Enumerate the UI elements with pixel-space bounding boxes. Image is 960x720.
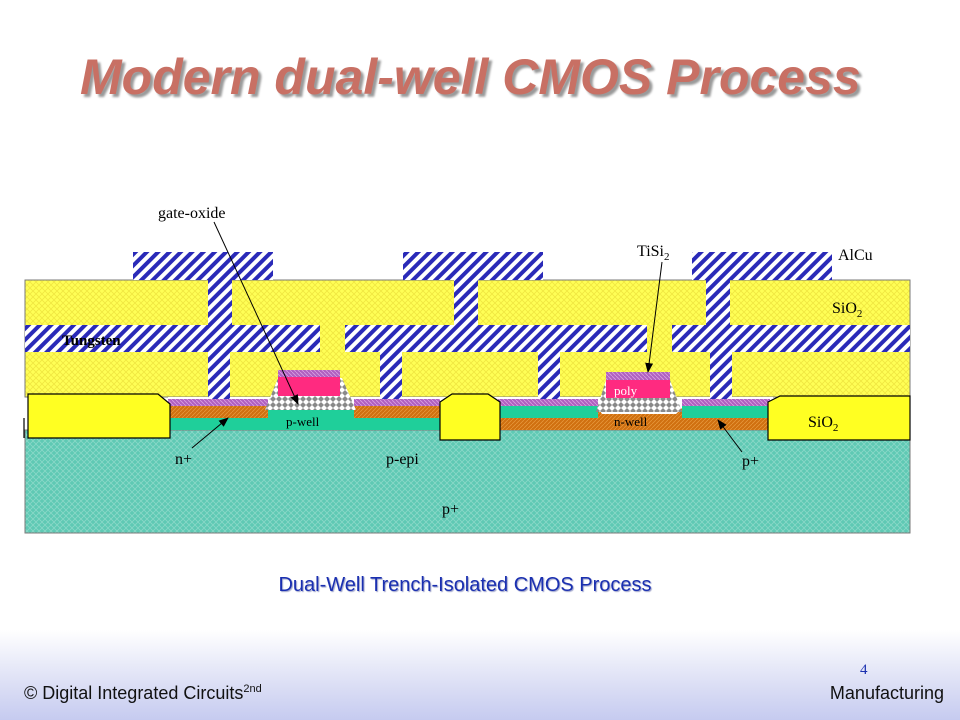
n-plus-label: n+ (175, 451, 192, 468)
p-plus-substrate-label: p+ (442, 501, 459, 518)
tungsten-plug-2 (380, 352, 402, 399)
poly-label: poly (614, 383, 638, 398)
nmos-poly-gate (278, 376, 340, 396)
sio2-bottom-label: SiO2 (808, 414, 838, 434)
diagram-caption: Dual-Well Trench-Isolated CMOS Process (278, 574, 652, 596)
tungsten-label: Tungsten (62, 333, 121, 349)
tisi2-arrow (645, 261, 663, 373)
p-epi-label: p-epi (386, 451, 419, 468)
sio2-top-label: SiO2 (832, 300, 862, 320)
tungsten-plug-1 (208, 352, 230, 399)
alcu-label: AlCu (838, 247, 873, 264)
tungsten-plug-3 (538, 352, 560, 399)
n-plus-diffusion-left (168, 406, 268, 418)
footer-edition: 2nd (243, 683, 262, 695)
substrate-region (24, 429, 911, 534)
p-plus-arrow (717, 419, 743, 453)
alcu-line-2 (403, 252, 543, 280)
via-1 (208, 280, 232, 325)
silicide-right-2 (682, 399, 770, 406)
pmos-gate-silicide (606, 372, 670, 380)
n-plus-arrow (191, 417, 229, 449)
metal1-line-left (25, 325, 320, 352)
silicide-left-2 (354, 399, 440, 406)
via-2 (454, 280, 478, 325)
pmos-poly-gate (606, 380, 670, 398)
field-oxide-right (767, 395, 911, 441)
silicide-left-1 (168, 399, 268, 406)
via-3 (706, 280, 730, 325)
gate-oxide-arrow (213, 221, 299, 405)
metal1-line-center (345, 325, 647, 352)
p-well-channel (268, 410, 354, 430)
footer-copyright: © Digital Integrated Circuits2nd (24, 683, 262, 703)
page-number: 4 (860, 662, 868, 678)
gate-oxide-label: gate-oxide (158, 205, 226, 222)
footer-section: Manufacturing (829, 683, 944, 703)
field-oxide-center (439, 393, 501, 441)
n-well-surface-right (682, 406, 770, 418)
p-well-label: p-well (286, 414, 320, 429)
metal1-line-right (672, 325, 910, 352)
footer-band (0, 630, 960, 720)
cmos-cross-section-diagram: gate-oxide TiSi2 AlCu SiO2 Tungsten poly… (23, 205, 911, 534)
silicide-right-1 (498, 399, 598, 406)
n-well-surface-left (498, 406, 598, 418)
alcu-line-1 (133, 252, 273, 280)
p-plus-right-label: p+ (742, 453, 759, 470)
nmos-gate-silicide (278, 370, 340, 377)
n-plus-diffusion-right (354, 406, 440, 418)
field-oxide-left (27, 393, 171, 439)
slide-title: Modern dual-well CMOS Process (80, 49, 861, 105)
tisi2-label: TiSi2 (637, 243, 670, 263)
n-well-label: n-well (614, 414, 648, 429)
tungsten-plug-4 (710, 352, 732, 399)
alcu-line-3 (692, 252, 832, 280)
